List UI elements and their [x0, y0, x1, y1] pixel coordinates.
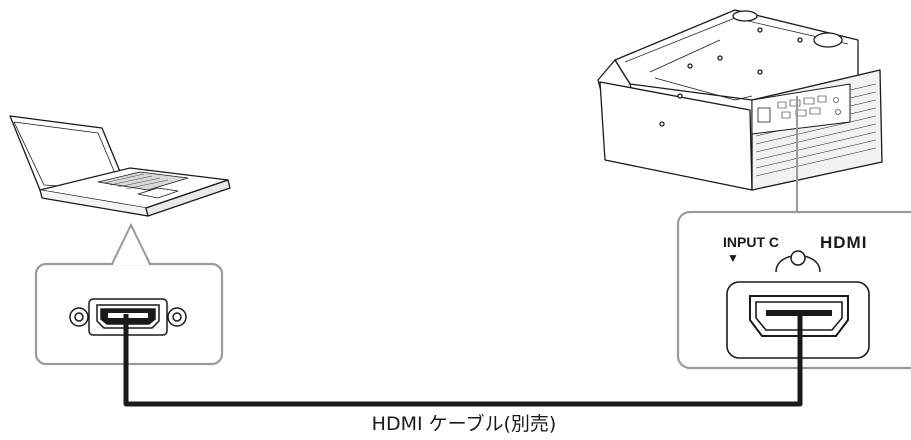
projector-port-callout: INPUT C ▼ HDMI — [676, 96, 911, 370]
hdmi-cable — [123, 314, 803, 407]
cable-caption: HDMI ケーブル(別売) — [372, 412, 557, 435]
laptop-icon — [9, 115, 231, 217]
projector-icon — [597, 9, 883, 191]
input-c-label: INPUT C — [723, 234, 779, 250]
hdmi-logo: HDMI — [820, 233, 867, 252]
laptop-port-callout — [34, 222, 224, 366]
input-arrow-icon: ▼ — [727, 251, 739, 265]
